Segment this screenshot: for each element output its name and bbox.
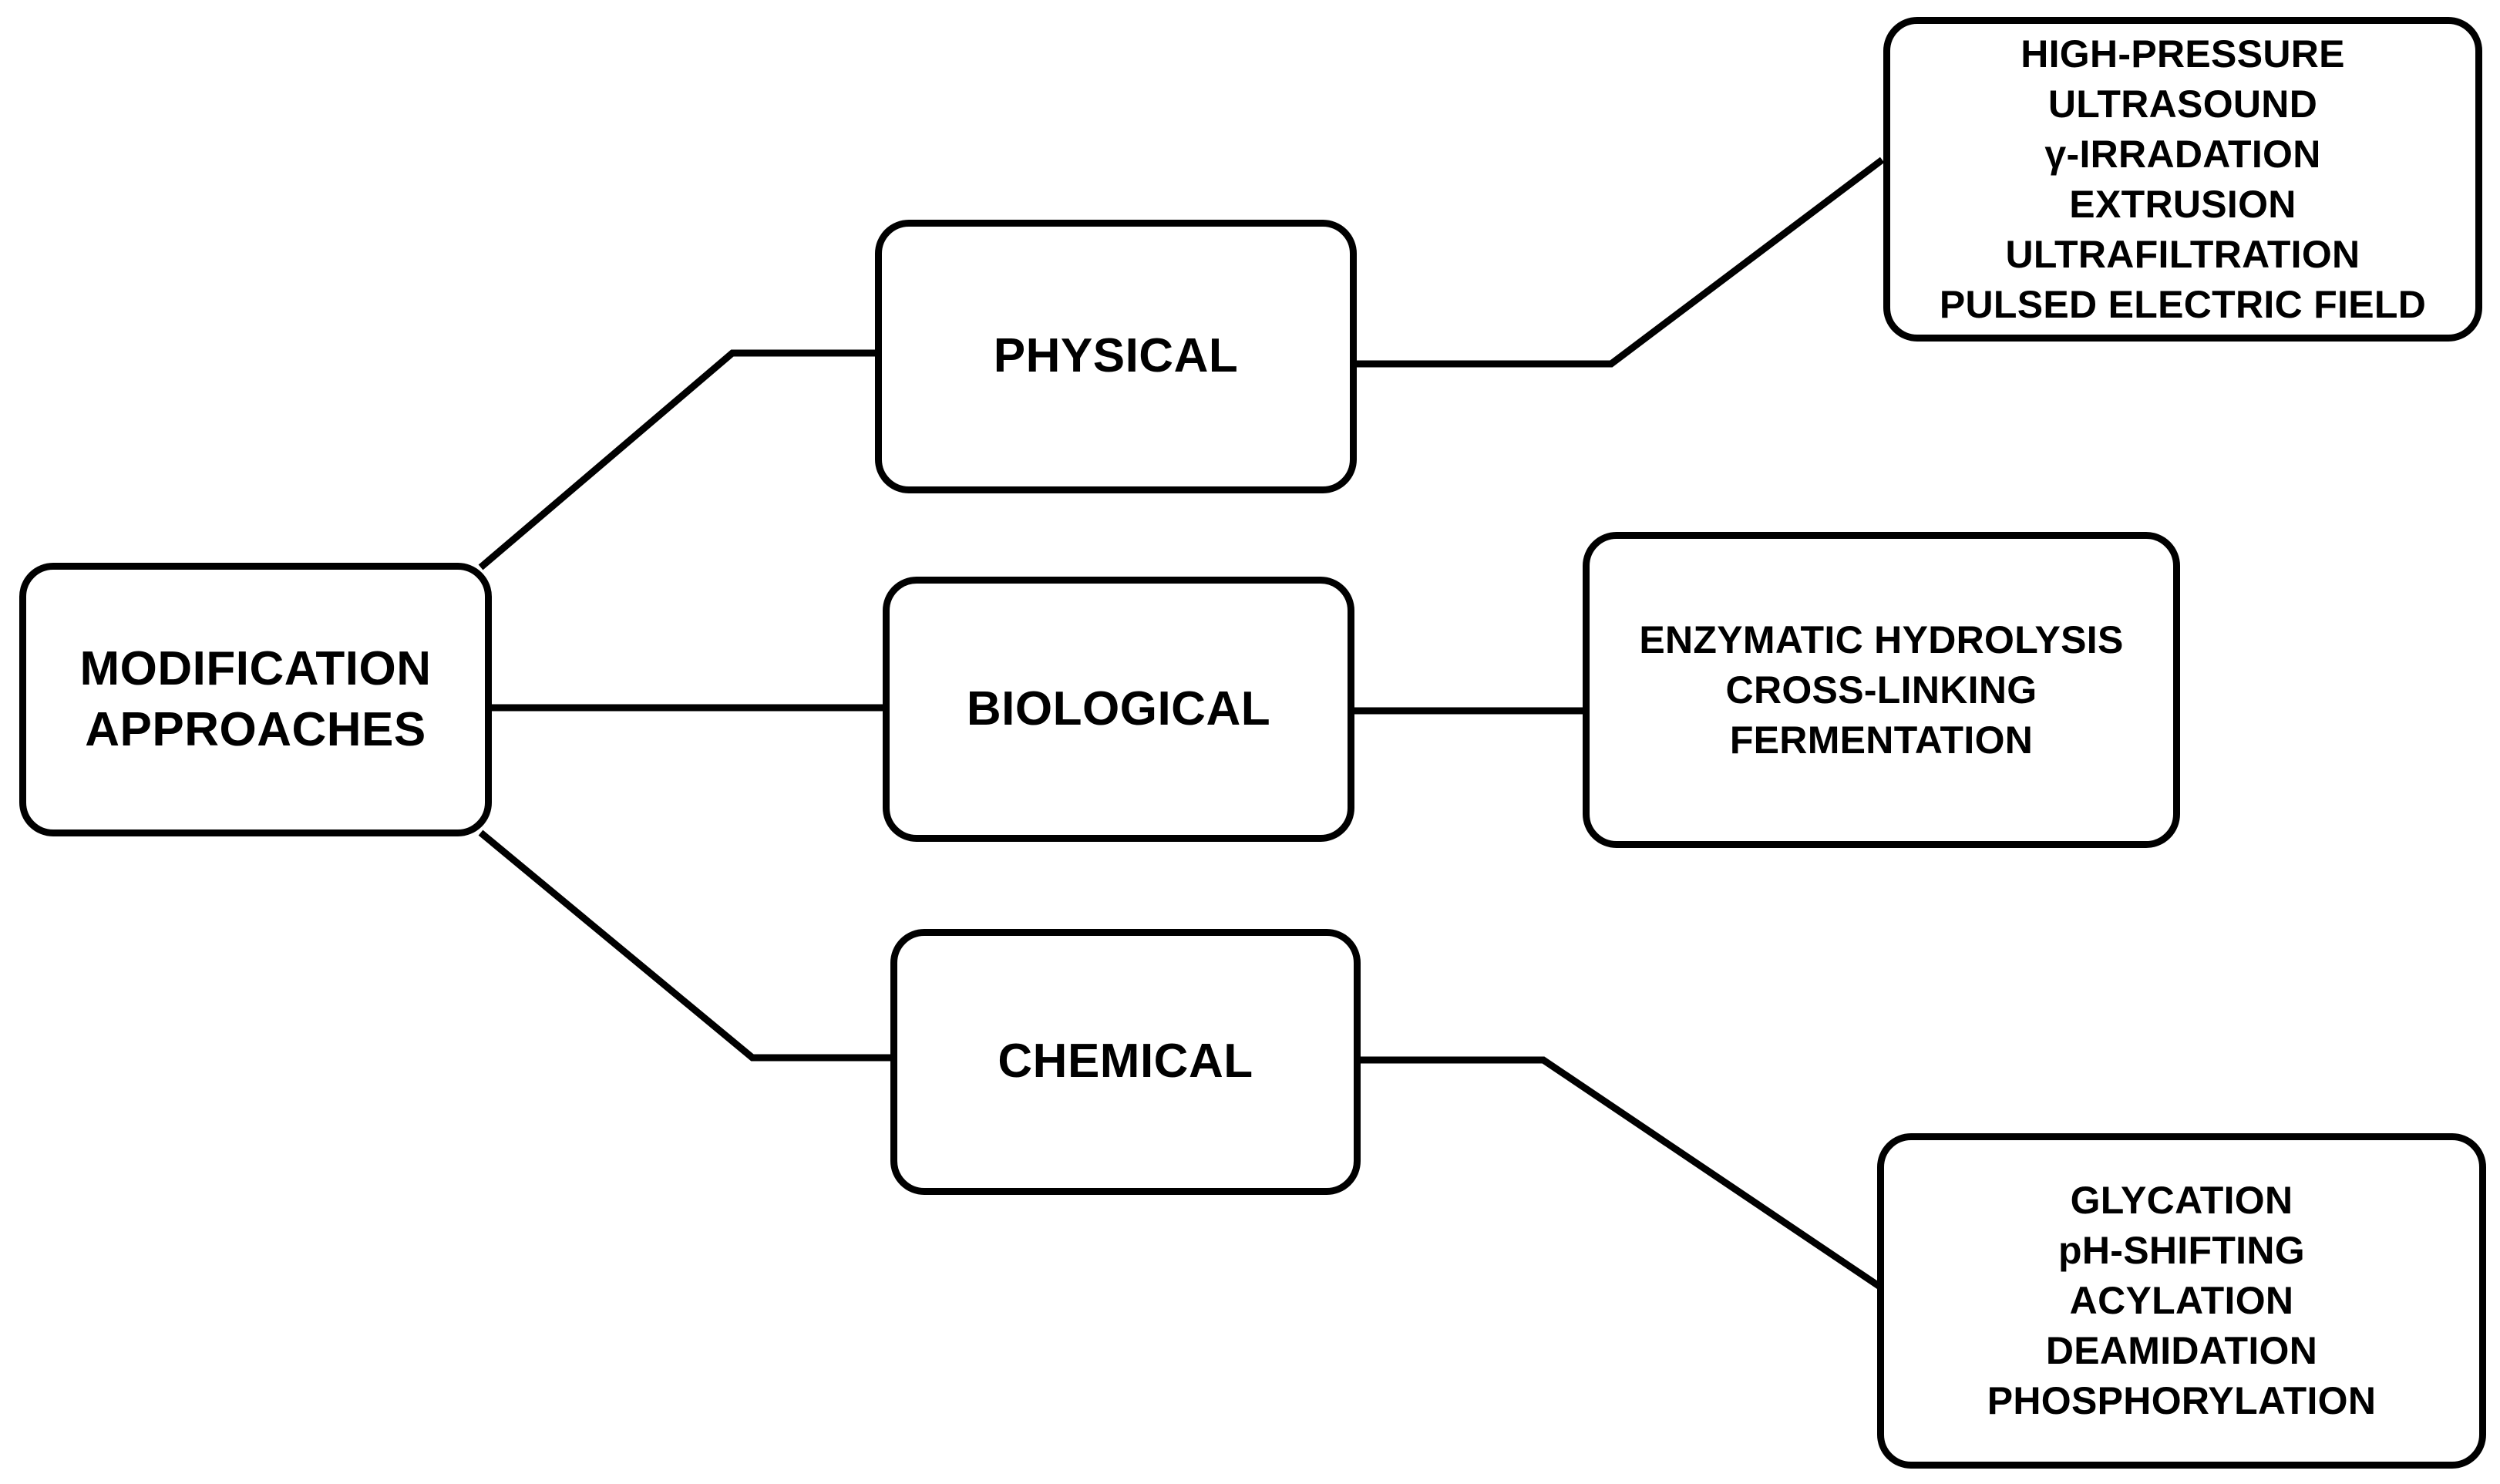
method-item: ACYLATION	[2069, 1279, 2294, 1322]
node-chemical-methods[interactable]: GLYCATION pH-SHIFTING ACYLATION DEAMIDAT…	[1877, 1133, 2486, 1469]
node-label-biological: BIOLOGICAL	[966, 681, 1271, 735]
method-item: HIGH-PRESSURE	[2021, 32, 2345, 76]
node-label-modification-approaches: MODIFICATION APPROACHES	[79, 642, 432, 756]
node-biological-methods[interactable]: ENZYMATIC HYDROLYSIS CROSS-LINKING FERME…	[1583, 532, 2180, 848]
method-item: GLYCATION	[2070, 1179, 2293, 1222]
connector-root-to-chemical	[478, 829, 898, 1062]
node-modification-approaches[interactable]: MODIFICATION APPROACHES	[19, 563, 492, 836]
connector-chemical-to-methods	[1354, 1056, 1886, 1293]
method-item: ENZYMATIC HYDROLYSIS	[1639, 617, 2124, 661]
method-item: γ-IRRADATION	[2044, 132, 2321, 176]
method-item: ULTRASOUND	[2047, 82, 2318, 126]
method-item: PULSED ELECTRIC FIELD	[1939, 282, 2427, 326]
node-chemical[interactable]: CHEMICAL	[890, 929, 1361, 1195]
node-biological[interactable]: BIOLOGICAL	[883, 577, 1354, 842]
node-physical-methods[interactable]: HIGH-PRESSURE ULTRASOUND γ-IRRADATION EX…	[1883, 17, 2482, 342]
method-item: FERMENTATION	[1729, 718, 2034, 762]
method-item: DEAMIDATION	[2045, 1329, 2318, 1372]
node-label-chemical: CHEMICAL	[998, 1035, 1253, 1089]
method-item: pH-SHIFTING	[2058, 1229, 2305, 1272]
method-item: CROSS-LINKING	[1725, 668, 2037, 712]
connector-root-to-physical	[478, 349, 883, 570]
node-label-physical: PHYSICAL	[993, 329, 1239, 383]
connector-physical-to-methods	[1351, 156, 1885, 368]
node-physical[interactable]: PHYSICAL	[875, 220, 1357, 493]
method-item: PHOSPHORYLATION	[1987, 1379, 2377, 1422]
method-item: EXTRUSION	[2069, 182, 2296, 226]
method-item: ULTRAFILTRATION	[2005, 232, 2360, 276]
